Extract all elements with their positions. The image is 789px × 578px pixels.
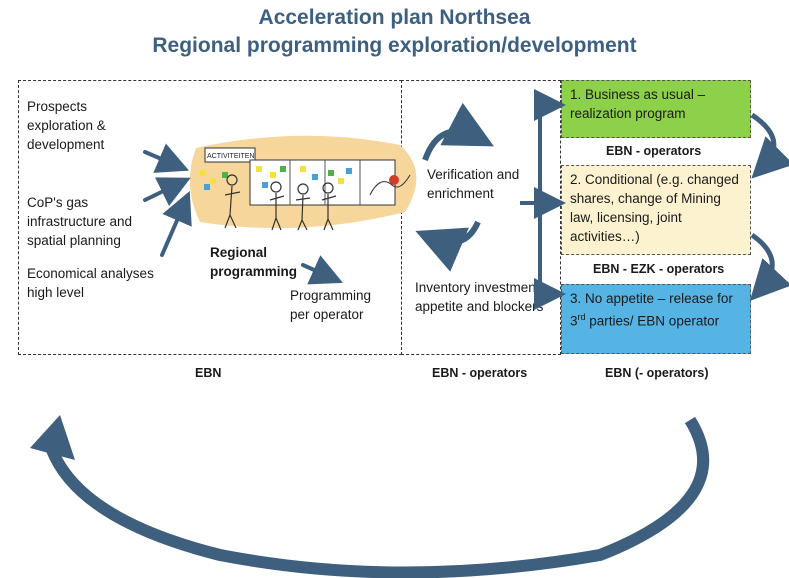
cycle-arrows-icon [415,102,494,272]
board-label: ACTIVITEITEN [207,153,254,160]
bottom-label-ebn-operators: EBN - operators [432,366,528,380]
label-ebn-ezk-operators: EBN - EZK - operators [593,262,725,276]
programming-per-operator: Programming per operator [290,288,372,322]
arrow-economical-icon [160,190,192,257]
bottom-label-ebn: EBN [195,366,222,380]
verification-label: Verification and enrichment [427,167,520,201]
option-no-appetite-pre: 3. No appetite – release for 3 [570,291,733,329]
arrow-prospects-icon [143,143,190,173]
input-prospects: Prospects exploration & development [27,99,106,152]
title-line-2: Regional programming exploration/develop… [152,34,637,57]
label-ebn-operators-1: EBN - operators [606,144,702,158]
bottom-label-ebn-optional-operators: EBN (- operators) [605,366,709,380]
input-economical: Economical analyses high level [27,266,154,300]
arrow-regional-icon [301,255,343,285]
title-line-1: Acceleration plan Northsea [258,6,531,29]
option-no-appetite-post: parties/ EBN operator [585,313,720,329]
inventory-label: Inventory investment appetite and blocke… [415,280,544,314]
arrow-cop-icon [143,177,191,207]
input-cop-gas: CoP's gas infrastructure and spatial pla… [27,195,133,248]
regional-programming-label: Regional programming [210,245,298,279]
option-no-appetite-sup: rd [577,312,586,322]
right-curved-arrows-icon [749,112,789,301]
bracket-arrows-icon [520,89,566,310]
option-business-as-usual: 1. Business as usual – realization progr… [561,80,751,138]
return-arrow-icon [30,415,710,578]
option-no-appetite: 3. No appetite – release for 3rd parties… [561,284,751,354]
option-conditional: 2. Conditional (e.g. changed shares, cha… [561,165,751,255]
